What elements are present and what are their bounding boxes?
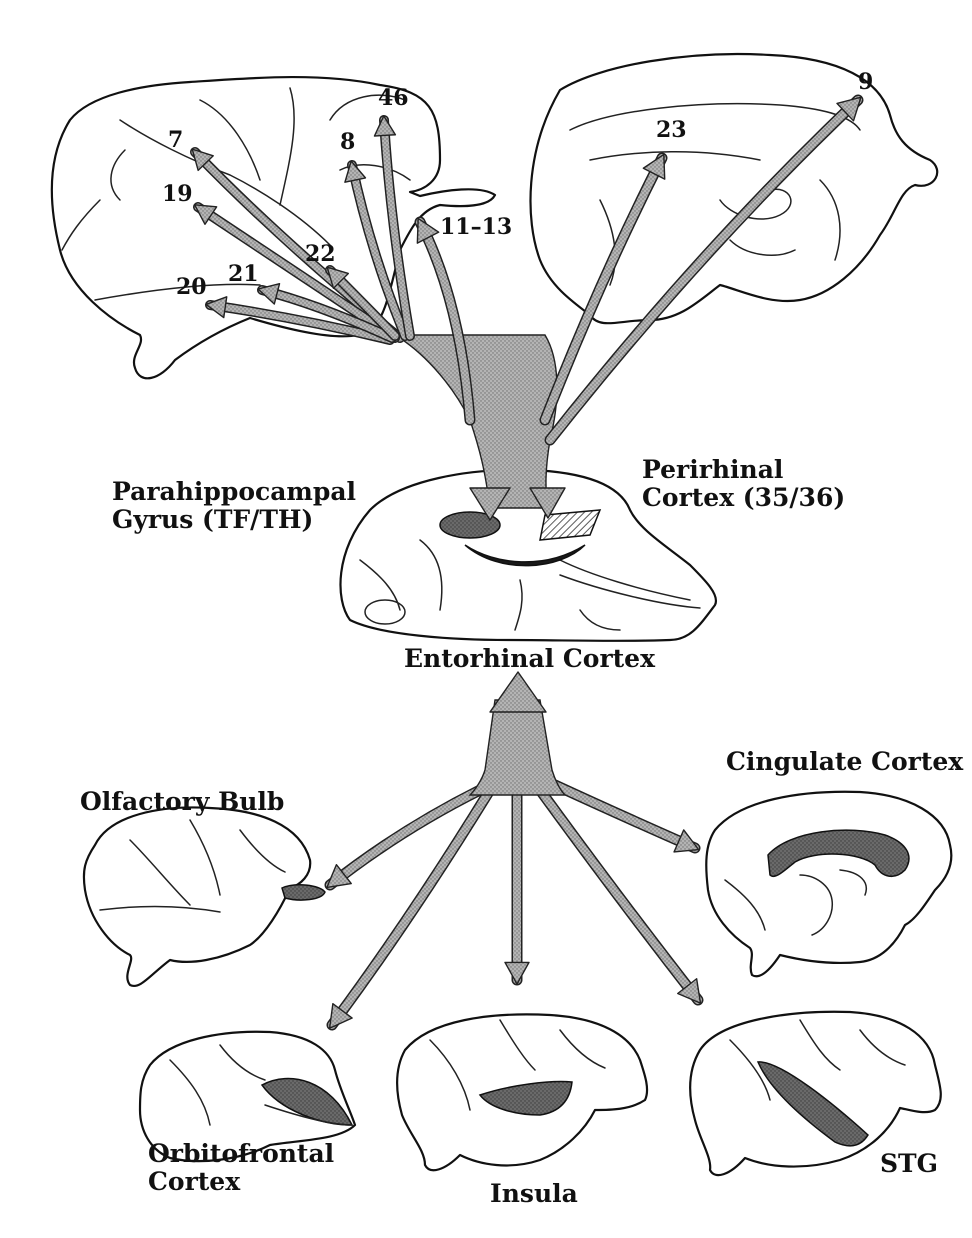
perirhinal-label-line1: Perirhinal [642, 456, 845, 484]
brain-olfactory [84, 807, 325, 985]
medial-brain-right [530, 54, 937, 323]
area-23-label: 23 [656, 118, 687, 143]
olfactory-label: Olfactory Bulb [80, 788, 284, 816]
area-19-label: 19 [162, 182, 193, 207]
perirhinal-label-line2: Cortex (35/36) [642, 484, 845, 512]
entorhinal-label: Entorhinal Cortex [404, 645, 655, 673]
orbitofrontal-label-line2: Cortex [148, 1168, 334, 1196]
area-8-label: 8 [340, 130, 355, 155]
arrow-to-area-11-13 [417, 218, 470, 420]
area-11-13-label: 11–13 [440, 215, 512, 240]
area-9-label: 9 [858, 70, 873, 95]
orbitofrontal-label: Orbitofrontal Cortex [148, 1140, 334, 1196]
stg-label: STG [880, 1150, 938, 1178]
peripheral-arrows [327, 785, 701, 1028]
area-7-label: 7 [168, 128, 183, 153]
area-22-label: 22 [305, 242, 336, 267]
cingulate-label: Cingulate Cortex [726, 748, 963, 776]
area-46-label: 46 [378, 86, 409, 111]
arrow-to-stg [540, 790, 700, 1003]
orbitofrontal-label-line1: Orbitofrontal [148, 1140, 334, 1168]
parahippocampal-label: Parahippocampal Gyrus (TF/TH) [112, 478, 356, 534]
parahippocampal-label-line1: Parahippocampal [112, 478, 356, 506]
perirhinal-label: Perirhinal Cortex (35/36) [642, 456, 845, 512]
insula-label: Insula [490, 1180, 578, 1208]
brain-cingulate [706, 792, 951, 977]
parahippocampal-label-line2: Gyrus (TF/TH) [112, 506, 356, 534]
entorhinal-hub [470, 672, 565, 795]
area-21-label: 21 [228, 262, 259, 287]
brain-insula [397, 1014, 647, 1170]
area-20-label: 20 [176, 275, 207, 300]
arrow-to-insula [505, 790, 529, 984]
